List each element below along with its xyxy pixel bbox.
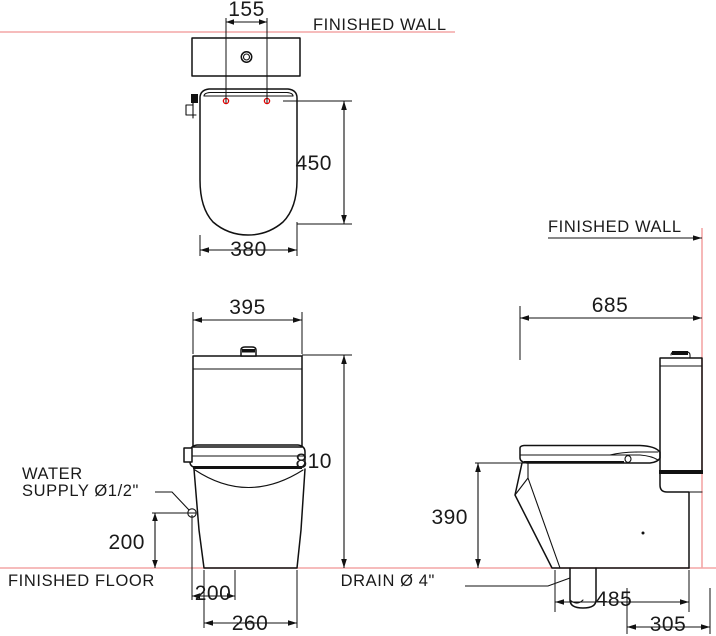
- arrow-305-right: [701, 624, 710, 630]
- dim-label-tank-depth: 305: [650, 613, 687, 636]
- flush-button-icon: [240, 51, 253, 63]
- arrow-200h-bottom: [152, 560, 158, 568]
- dim-label-supply-height: 200: [108, 531, 145, 554]
- side-tank-base-shadow: [659, 470, 703, 474]
- front-seat-hinge-tab: [183, 447, 193, 463]
- arrow-155-left: [226, 19, 234, 25]
- flush-button-inner-icon: [242, 53, 251, 61]
- arrow-260-right: [288, 620, 297, 626]
- front-rim-shadow: [193, 466, 302, 469]
- top-view-tank-outline: [191, 37, 301, 77]
- top-view-bowl-outline: [199, 88, 298, 236]
- side-tank-pedestal: [659, 472, 690, 569]
- top-view-group: 155 380 450: [185, 0, 352, 261]
- arrow-200w-left: [192, 593, 200, 599]
- top-view-flush-lever: [185, 104, 197, 116]
- front-flush-button-face: [242, 349, 255, 353]
- arrow-200w-right: [227, 593, 235, 599]
- front-bowl-body: [193, 468, 306, 569]
- arrow-200h-top: [152, 513, 158, 521]
- label-finished-wall-top: FINISHED WALL: [313, 16, 447, 34]
- arrow-395-right: [293, 317, 302, 323]
- arrow-485-left: [555, 599, 564, 605]
- arrow-685-left: [520, 315, 529, 321]
- arrow-380-right: [288, 247, 297, 253]
- dim-label-bowl-width: 380: [230, 238, 267, 261]
- water-supply-leader-line: [155, 491, 190, 511]
- dim-label-total-height: 810: [295, 450, 332, 473]
- arrow-450-bottom: [341, 215, 347, 224]
- side-seat-shadow: [524, 461, 624, 464]
- arrow-155-right: [259, 19, 267, 25]
- dim-label-drain-from-wall: 485: [596, 588, 633, 611]
- arrow-395-left: [193, 317, 202, 323]
- side-seat-hinge-profile: [609, 451, 659, 456]
- side-seat-bumper-icon: [624, 455, 632, 463]
- dim-label-bolt-spacing: 155: [228, 0, 265, 21]
- arrow-485-right: [680, 599, 689, 605]
- label-drain: DRAIN Ø 4": [341, 572, 435, 590]
- top-view-seat-inner-edge: [203, 91, 294, 97]
- dim-label-foot-outer-width: 260: [232, 612, 269, 635]
- finished-wall-right-arrow: [693, 235, 702, 241]
- label-water-supply-line2: SUPPLY Ø1/2": [22, 482, 139, 500]
- side-bowl-inner-edge: [527, 477, 561, 569]
- side-seat-assembly: [519, 444, 661, 464]
- dim-label-bowl-depth: 450: [295, 152, 332, 175]
- arrow-390-bottom: [475, 559, 481, 568]
- label-finished-wall-right: FINISHED WALL: [548, 218, 682, 236]
- side-tank-body: [659, 357, 703, 474]
- dim-label-rim-height: 390: [431, 506, 468, 529]
- top-view-hinge-block: [191, 94, 198, 103]
- dim-label-foot-inner-width: 200: [195, 582, 232, 605]
- side-drain-stub: [569, 567, 597, 609]
- arrow-380-left: [200, 247, 209, 253]
- arrow-260-left: [204, 620, 213, 626]
- arrow-810-bottom: [341, 559, 347, 568]
- arrow-810-top: [341, 355, 347, 364]
- side-drain-stub-curve: [569, 599, 584, 604]
- arrow-685-right: [693, 315, 702, 321]
- front-bowl-rim-curve: [194, 469, 304, 489]
- side-bowl-body: [514, 462, 690, 569]
- side-body-detail-dot: [641, 531, 645, 535]
- arrow-305-left: [627, 624, 636, 630]
- front-tank-body: [192, 355, 303, 448]
- dim-label-overall-length: 685: [592, 294, 629, 317]
- dim-label-tank-width: 395: [229, 296, 266, 319]
- label-finished-floor: FINISHED FLOOR: [8, 572, 155, 590]
- side-seat-edge-line: [519, 454, 659, 461]
- drain-leader-line: [465, 577, 571, 587]
- side-elevation-group: 685 390 DRAIN Ø 4" 485 305: [341, 294, 711, 636]
- arrow-450-top: [341, 101, 347, 110]
- arrow-390-top: [475, 463, 481, 472]
- front-elevation-group: 395 810 WATER SUPPLY Ø1/2" 200 20: [22, 296, 352, 635]
- label-water-supply-line1: WATER: [22, 465, 83, 483]
- side-flush-button-outline: [670, 350, 691, 359]
- side-flush-button: [672, 351, 688, 355]
